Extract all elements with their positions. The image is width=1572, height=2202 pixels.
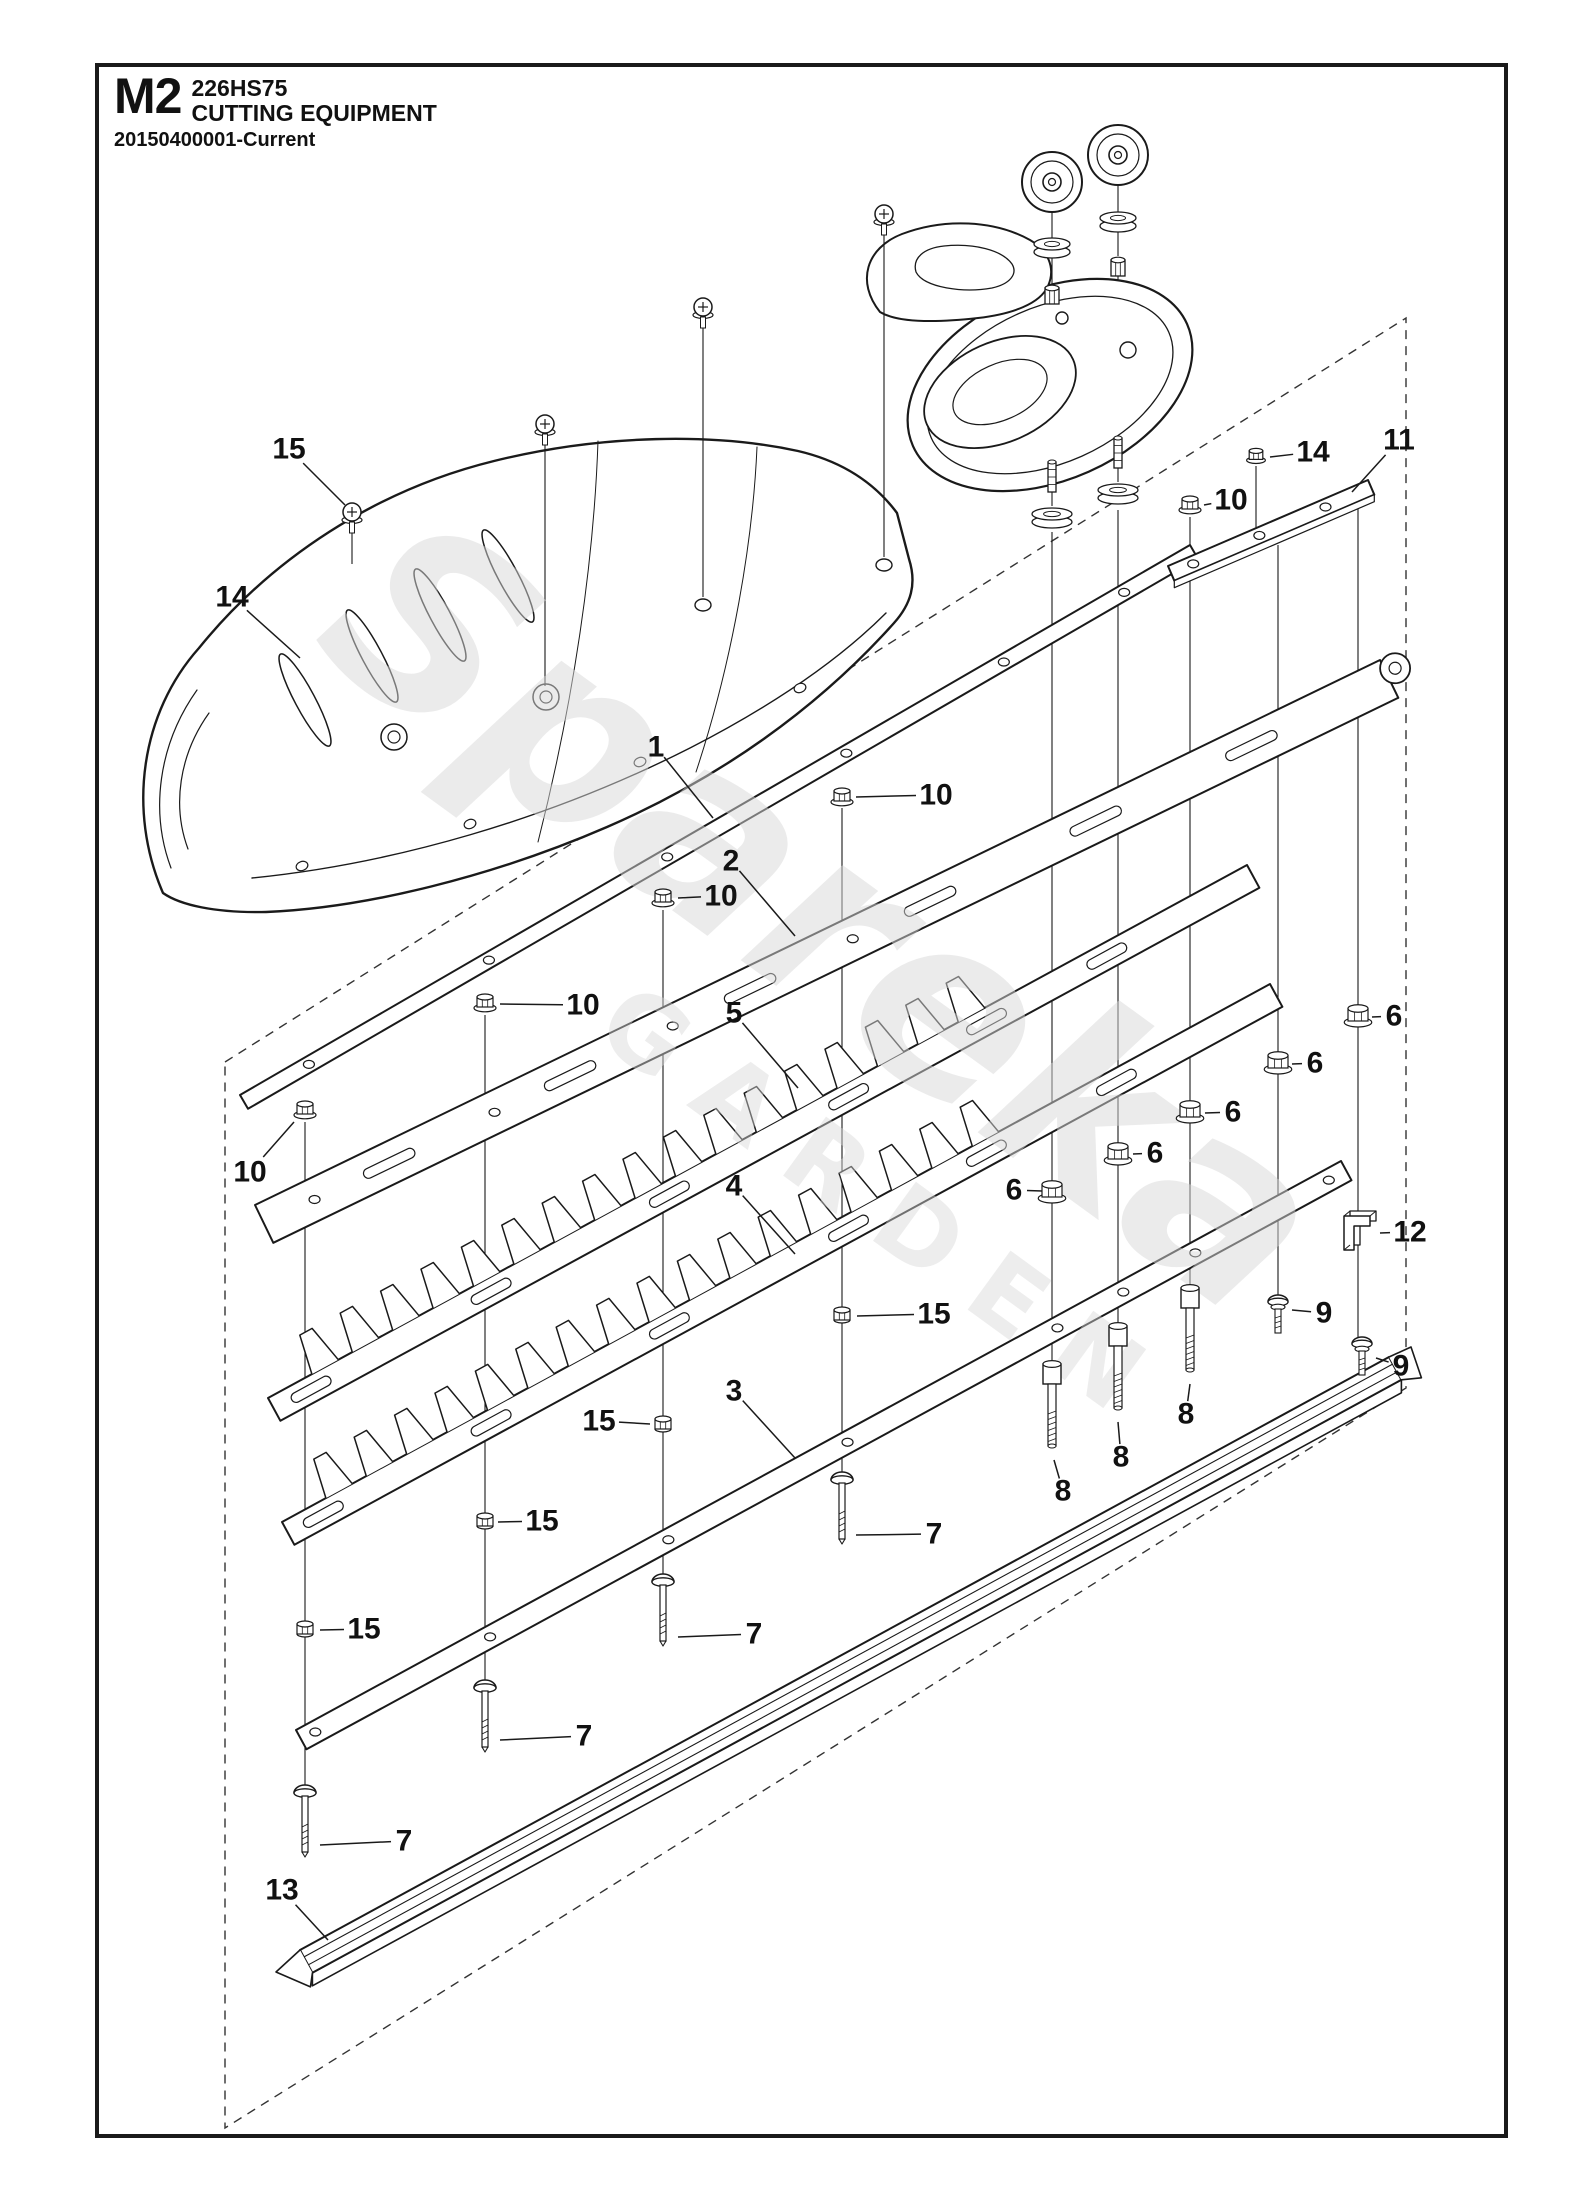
callout-14: 14 — [1296, 436, 1330, 469]
part-2-blade-bar — [254, 652, 1412, 1244]
callout-7: 7 — [576, 1720, 593, 1753]
part-11-plate — [1167, 479, 1376, 589]
title-block: M2 226HS75 CUTTING EQUIPMENT 20150400001… — [114, 68, 437, 152]
callout-10: 10 — [566, 989, 599, 1022]
callout-10: 10 — [1214, 484, 1247, 517]
section-title: CUTTING EQUIPMENT — [191, 99, 437, 126]
callout-14: 14 — [215, 581, 249, 614]
callout-5: 5 — [726, 997, 743, 1030]
callout-2: 2 — [723, 845, 740, 878]
callout-6: 6 — [1006, 1174, 1023, 1207]
callout-15: 15 — [525, 1505, 558, 1538]
callout-15: 15 — [917, 1298, 950, 1331]
gear-housing — [865, 222, 1194, 493]
callout-8: 8 — [1178, 1398, 1195, 1431]
callout-9: 9 — [1393, 1350, 1410, 1383]
callout-7: 7 — [746, 1618, 763, 1651]
callout-6: 6 — [1225, 1096, 1242, 1129]
callout-15: 15 — [582, 1405, 615, 1438]
fasteners — [293, 204, 1377, 1858]
callout-12: 12 — [1393, 1216, 1426, 1249]
callout-15: 15 — [347, 1613, 380, 1646]
callout-7: 7 — [396, 1825, 413, 1858]
part-3-support-bar — [295, 1160, 1353, 1751]
page-code: M2 — [114, 68, 182, 124]
serial-range: 20150400001-Current — [114, 128, 316, 151]
callout-10: 10 — [704, 880, 737, 913]
callout-10: 10 — [233, 1156, 266, 1189]
callout-8: 8 — [1113, 1441, 1130, 1474]
callout-13: 13 — [265, 1874, 298, 1907]
part-5-upper-blade — [267, 864, 1261, 1422]
callout-15: 15 — [272, 433, 305, 466]
callout-4: 4 — [726, 1170, 743, 1203]
callout-6: 6 — [1147, 1137, 1164, 1170]
exploded-view-boundary — [224, 316, 1407, 2130]
page-border — [95, 63, 1508, 2138]
callout-11: 11 — [1383, 424, 1415, 457]
part-4-lower-blade — [281, 983, 1284, 1546]
model-code: 226HS75 — [191, 75, 288, 101]
part-14-cover — [142, 227, 914, 914]
callout-3: 3 — [726, 1375, 743, 1408]
part-13-guide-rail — [275, 1346, 1423, 1988]
callout-6: 6 — [1307, 1047, 1324, 1080]
drive-hardware-stack — [1021, 124, 1149, 529]
callout-8: 8 — [1055, 1475, 1072, 1508]
callout-9: 9 — [1316, 1297, 1333, 1330]
callout-1: 1 — [648, 731, 665, 764]
callout-10: 10 — [919, 779, 952, 812]
callout-7: 7 — [926, 1518, 943, 1551]
callout-6: 6 — [1386, 1000, 1403, 1033]
